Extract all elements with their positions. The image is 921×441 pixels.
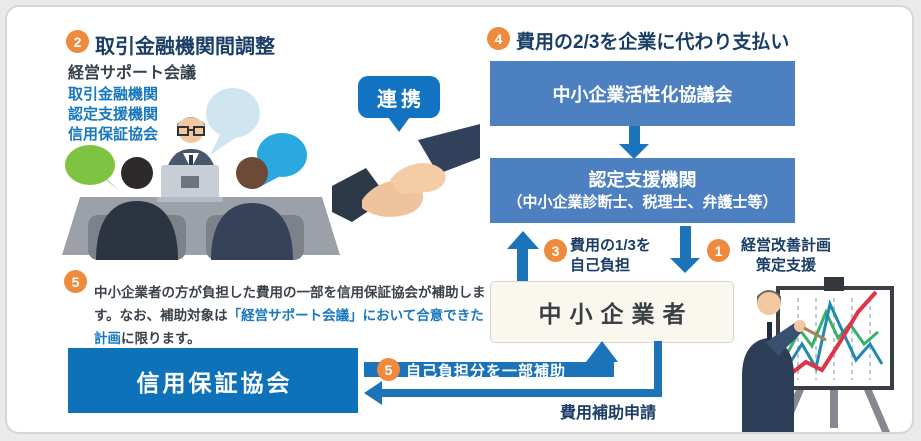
handshake-icon (332, 124, 480, 222)
step-1-label: 経営改善計画 策定支援 (740, 237, 831, 274)
arrow-sme-agency-head (507, 231, 539, 249)
step-3-badge: 3 (544, 239, 567, 262)
sme-label: 中小企業者 (538, 301, 694, 327)
meeting-member-agency: 認定支援機関 (68, 106, 159, 123)
agency-label-line2: （中小企業診断士、税理士、弁護士等） (507, 194, 778, 211)
meeting-member-guarantee: 信用保証協会 (68, 126, 159, 143)
attendee-left-head (121, 157, 153, 189)
step-1-badge: 1 (707, 239, 730, 262)
step-3-label: 費用の1/3を 自己負担 (570, 237, 651, 274)
chart-line-blue (786, 299, 884, 373)
presenter-face (757, 291, 781, 315)
guarantee-label: 信用保証協会 (136, 369, 293, 396)
meeting-subtitle: 経営サポート会議 (68, 65, 197, 82)
speech-bubble-lightblue-icon (206, 88, 260, 138)
presenter-illustration (742, 277, 894, 432)
arrow-subsidy-shaft (364, 362, 614, 377)
flipchart-clip (824, 277, 844, 291)
pointer-stick-icon (803, 326, 827, 342)
meeting-illustration (62, 88, 340, 260)
step-4-badge: 4 (487, 27, 510, 50)
arrow-apply-horizontal (380, 389, 662, 397)
arrow-agency-sme-head (670, 258, 700, 273)
sme-box: 中小企業者 (490, 281, 734, 343)
step-2-title: 取引金融機関間調整 (95, 36, 275, 58)
chart-line-green (786, 308, 879, 353)
presenter-arm (766, 322, 804, 356)
link-bubble: 連携 (358, 76, 440, 118)
attendee-right-body (211, 203, 293, 260)
attendee-right-head (236, 157, 268, 189)
agency-label-line1: 認定支援機関 (588, 170, 697, 190)
chart-line-red (786, 290, 878, 378)
presenter-body (742, 338, 794, 432)
arrow-apply-vertical (654, 341, 662, 393)
apply-arrow-label: 費用補助申請 (560, 405, 657, 422)
arrow-council-agency-head (619, 144, 649, 159)
arrow-apply-head (364, 381, 382, 405)
step-4-title: 費用の2/3を企業に代わり支払い (516, 32, 790, 53)
guarantee-box: 信用保証協会 (68, 348, 358, 413)
arrow-council-agency-shaft (629, 126, 640, 145)
speech-bubble-green-icon (65, 145, 115, 185)
easel-leg (830, 390, 838, 428)
subsidy-note: 中小企業者の方が負担した費用の一部を信用保証協会が補助します。なお、補助対象は「… (94, 284, 486, 346)
note-highlight: 「経営サポート会議」において合意できた計画 (94, 307, 484, 346)
arrow-agency-sme-shaft (680, 226, 691, 259)
link-label: 連携 (377, 88, 425, 111)
arrow-subsidy-head (586, 341, 618, 362)
step-2-badge: 2 (66, 30, 89, 53)
council-box: 中小企業活性化協議会 (490, 61, 795, 126)
speech-bubble-cyan-icon (257, 133, 307, 177)
subsidy-arrow-label: 自己負担分を一部補助 (406, 363, 567, 380)
agency-box: 認定支援機関 （中小企業診断士、税理士、弁護士等） (490, 158, 795, 223)
meeting-member-banks: 取引金融機関 (68, 86, 159, 103)
council-label: 中小企業活性化協議会 (552, 84, 733, 105)
step-5-note-badge: 5 (64, 270, 87, 293)
link-bubble-tail (388, 117, 410, 132)
attendee-left-body (96, 201, 178, 260)
arrow-sme-agency-shaft (517, 248, 528, 281)
step-5-arrow-badge: 5 (377, 358, 400, 381)
easel-leg (864, 390, 890, 432)
